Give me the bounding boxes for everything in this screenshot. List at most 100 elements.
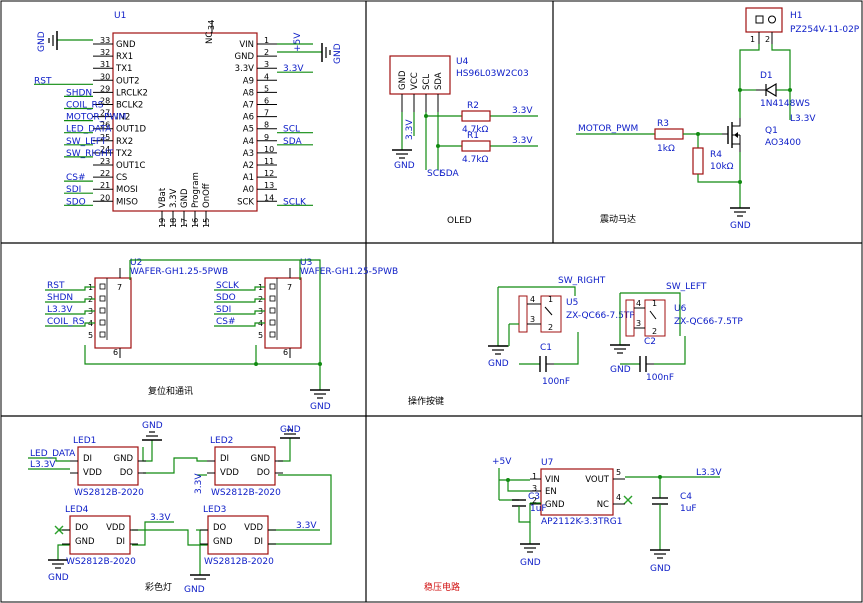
u1-pin-24-name: TX2 (115, 149, 132, 159)
q1-part: AO3400 (765, 138, 801, 148)
u1-pin-15-name: OnOff (202, 182, 212, 208)
c4-ref: C4 (680, 492, 692, 502)
led3-di: DI (254, 537, 263, 547)
d1-part: 1N4148WS (760, 99, 810, 109)
u1-pin-22-num: 22 (100, 169, 110, 178)
section-title-regulator: 稳压电路 (424, 581, 460, 593)
u1-pin-20-num: 20 (100, 193, 110, 202)
section-title-leds: 彩色灯 (145, 581, 172, 593)
u5-net: SW_RIGHT (558, 276, 606, 286)
u1-pin-3-name: 3.3V (235, 64, 255, 74)
svg-text:4: 4 (636, 299, 641, 308)
u1-pin-4-name: A9 (243, 76, 254, 86)
u3-net-1: SDO (216, 293, 236, 303)
u1-gnd-left-label: GND (37, 31, 47, 52)
led3-part: WS2812B-2020 (204, 557, 274, 567)
u2-net-2: L3.3V (47, 305, 73, 315)
u5-gnd-label: GND (488, 359, 509, 369)
u1-net-28: COIL_RS (66, 101, 104, 111)
q1-ref: Q1 (765, 126, 778, 136)
motor-pwm-net: MOTOR_PWM (578, 124, 638, 134)
u3-net-0: SCLK (216, 281, 240, 291)
led1-do: DO (120, 468, 134, 478)
u1-pin-28-name: BCLK2 (116, 101, 143, 111)
u4-pin-vcc: VCC (410, 72, 420, 90)
u5-button: SW_RIGHT U5 ZX-QC66-7.5TP C1 100nF GND 4… (488, 276, 635, 387)
u1-pin-13-name: A0 (243, 185, 254, 195)
u1-net-14: SCLK (283, 197, 307, 207)
led-l3v3-net: L3.3V (30, 460, 56, 470)
section-title-reset-comm: 复位和通讯 (148, 385, 193, 397)
u1-pin-24-num: 24 (100, 145, 110, 154)
u1-pin-30-num: 30 (100, 72, 110, 81)
u7-pin-5-num: 5 (616, 468, 621, 477)
oled-3v3-net-1: 3.3V (512, 106, 533, 116)
h1-pin2: 2 (765, 35, 770, 44)
u1-pin-23-name: OUT1C (116, 161, 146, 171)
svg-text:2: 2 (548, 323, 553, 332)
u4-ref: U4 (456, 57, 469, 67)
c3-value: 1uF (530, 504, 547, 514)
led1-part: WS2812B-2020 (74, 488, 144, 498)
u1-pin-12-num: 12 (264, 169, 274, 178)
u3-net-3: CS# (216, 317, 236, 327)
u1-pin-33-num: 33 (100, 36, 110, 45)
u1-pin-12-name: A1 (243, 173, 254, 183)
u1-pin-21-name: MOSI (116, 185, 138, 195)
u1-ref: U1 (114, 11, 126, 21)
led4-do: DO (75, 523, 89, 533)
u1-pin34-num: 34 (207, 20, 216, 30)
u7-pin-4-name: NC (597, 500, 609, 510)
u4-pin-gnd: GND (398, 70, 408, 90)
u1-pin-17-num: 17 (180, 218, 189, 228)
u4-pin-sda: SDA (434, 72, 444, 90)
u1-pin-10-name: A3 (243, 149, 254, 159)
u6-gnd-label: GND (610, 365, 631, 375)
led3-do: DO (213, 523, 227, 533)
u2-part: WAFER-GH1.25-5PWB (130, 267, 228, 277)
u1-pin-3-num: 3 (264, 60, 269, 69)
r3-ref: R3 (657, 119, 669, 129)
u1-pin-8-num: 8 (264, 121, 269, 130)
u7-pin-3-num: 3 (532, 484, 537, 493)
led2-gnd-label: GND (280, 425, 301, 435)
c4-value: 1uF (680, 504, 697, 514)
h1-part: PZ254V-11-02P (790, 25, 860, 35)
u3-connector: U3 WAFER-GH1.25-5PWB 1SCLK2SDO3SDI4CS#56… (214, 258, 398, 358)
r2-ref: R2 (467, 101, 479, 111)
led1-gnd-label: GND (142, 421, 163, 431)
svg-text:1: 1 (652, 299, 657, 308)
u1-pin-17-name: GND (180, 188, 190, 208)
motor-supply-net: L3.3V (790, 114, 816, 124)
u1-pin-16-name: Program (191, 172, 201, 208)
u3-net-2: SDI (216, 305, 231, 315)
section-title-motor: 震动马达 (600, 213, 636, 225)
u1-net-27: MOTOR_PWM (66, 113, 126, 123)
u1-pin-13-num: 13 (264, 181, 274, 190)
led-data-net: LED_DATA (30, 449, 76, 459)
r1-value: 4.7kΩ (462, 155, 489, 165)
section-title-oled: OLED (447, 216, 472, 226)
u1-pin-27-name: IN2 (116, 113, 130, 123)
svg-text:1: 1 (548, 295, 553, 304)
led1-vdd: VDD (83, 468, 102, 478)
led3-vdd: VDD (244, 523, 263, 533)
d1-ref: D1 (760, 71, 773, 81)
u1-net-20: SDO (66, 197, 86, 207)
u1-pin-4-num: 4 (264, 72, 269, 81)
u7-pin-3-name: EN (545, 487, 557, 497)
u2-net-1: SHDN (47, 293, 73, 303)
u1-net-21: SDI (66, 185, 81, 195)
u1-pin-21-num: 21 (100, 181, 110, 190)
c4-gnd-label: GND (650, 564, 671, 574)
r4-value: 10kΩ (710, 162, 734, 172)
u4-vcc-net: 3.3V (405, 119, 415, 140)
led4-vdd-net: 3.3V (150, 513, 171, 523)
u1-pin-6-name: A7 (243, 101, 254, 111)
svg-text:2: 2 (652, 327, 657, 336)
u4-part: HS96L03W2C03 (456, 69, 529, 79)
u1-pin-7-num: 7 (264, 109, 269, 118)
u1-pin-19-num: 19 (158, 218, 167, 228)
h1-pin1: 1 (750, 35, 755, 44)
